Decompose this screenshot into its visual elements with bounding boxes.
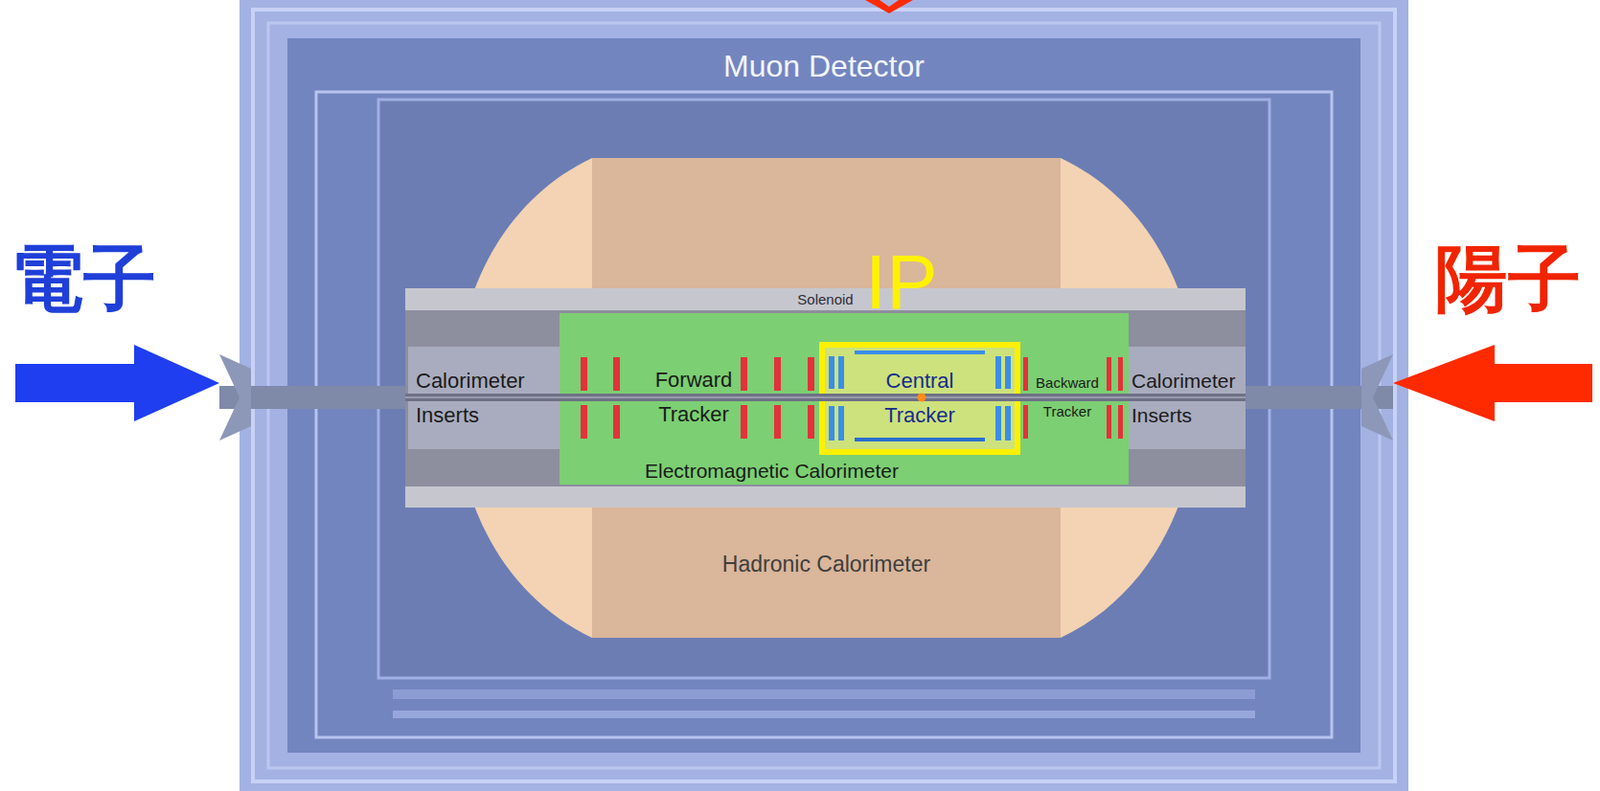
part-name: Forward Tracker (655, 363, 733, 433)
part-name: Muon Detector (723, 47, 925, 85)
tracker-disk (807, 357, 815, 391)
beam-notch (219, 354, 252, 441)
part-name: Electromagnetic Calorimeter (644, 459, 899, 483)
beam-label: 電子 (10, 235, 157, 322)
silicon-layer (828, 406, 835, 441)
tracker-disk (613, 357, 620, 391)
silicon-layer (1005, 356, 1011, 389)
muon-inner-layer (378, 99, 1270, 679)
tracker-disk (1118, 405, 1123, 439)
tracker-disk (740, 357, 748, 391)
electromagnetic-calorimeter: Electromagnetic Calorimeter Forward Track… (559, 313, 1129, 485)
silicon-layer (838, 406, 845, 441)
tracker-disk (1023, 405, 1029, 439)
tracker-disk (580, 405, 588, 439)
part-name: IP (865, 244, 938, 321)
part-name: Central Tracker (884, 364, 956, 434)
proton-beam-arrow (1393, 344, 1593, 422)
silicon-layer (1005, 406, 1011, 441)
calorimeter-outline (455, 158, 1199, 639)
beam-pipe-highlight (405, 397, 1246, 399)
tracker-disk (613, 405, 620, 439)
forward-tracker-disks (580, 357, 815, 439)
pointer-arrow (865, 0, 914, 14)
muon-frame (316, 91, 1332, 738)
forward-tracker: Forward Tracker (571, 351, 817, 444)
tracker-disk (580, 357, 588, 391)
part-name: Calorimeter Inserts (1131, 364, 1236, 434)
silicon-layer (854, 437, 985, 442)
part-name: Backward Tracker (1035, 368, 1099, 427)
tracker-disk (1118, 357, 1123, 391)
part-name: Calorimeter Inserts (415, 364, 526, 434)
beam-notch (1361, 354, 1394, 441)
muon-detector: Muon DetectorHadronic Calorimeter Solenoi… (239, 0, 1409, 791)
backward-tracker: Backward Tracker (1032, 351, 1102, 444)
interaction-point-dot (917, 393, 927, 403)
muon-frame (268, 22, 1380, 769)
electron-beam-arrow (15, 344, 220, 422)
tracker-disk (1106, 405, 1112, 439)
part-name: Hadronic Calorimeter (722, 550, 931, 578)
muon-frame (392, 710, 1256, 719)
silicon-layer (828, 356, 835, 389)
calorimeter-insert: Calorimeter Inserts (1128, 346, 1246, 450)
silicon-layer (838, 356, 845, 389)
interaction-point-box: IPCentral Tracker (819, 342, 1021, 456)
beam-label: 陽子 (1435, 235, 1581, 322)
silicon-layer (854, 350, 985, 355)
backward-tracker-disks (1023, 357, 1123, 439)
tracker-disk (807, 405, 815, 439)
tracker-disk (774, 357, 781, 391)
tracker-disk (740, 405, 748, 439)
calorimeter-insert: Calorimeter Inserts (408, 346, 560, 450)
part-name: Solenoid (797, 290, 853, 310)
central-tracker-layers (828, 350, 1011, 442)
beam-pipe (405, 393, 1246, 402)
solenoid: SolenoidCalorimeter InsertsElectromagnet… (405, 288, 1246, 508)
muon-frame (392, 689, 1256, 700)
silicon-layer (995, 356, 1002, 389)
muon-frame (252, 9, 1395, 782)
silicon-layer (995, 406, 1002, 441)
muon-outer-layer (239, 0, 1409, 791)
tracker-disk (774, 405, 781, 439)
tracker-disk (1106, 357, 1112, 391)
central-tracker: Central Tracker (838, 347, 1002, 450)
muon-middle-layer (287, 38, 1361, 754)
tracker-disk (1023, 357, 1029, 391)
